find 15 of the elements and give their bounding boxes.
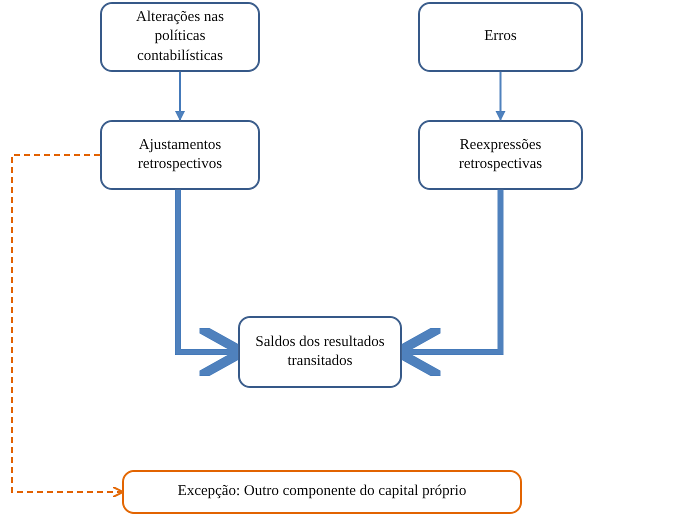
node-text: Reexpressões retrospectivas	[458, 136, 544, 174]
arrow	[11, 154, 124, 498]
process-box	[122, 470, 522, 514]
node-text: Alterações nas políticas contabilísticas	[135, 8, 225, 66]
arrow	[496, 72, 506, 121]
node-text: Saldos dos resultados transitados	[254, 332, 386, 371]
arrow	[175, 72, 185, 121]
process-box	[418, 2, 583, 72]
node-text: Excepção: Outro componente do capital próprio	[178, 482, 466, 502]
process-box	[100, 2, 260, 72]
node-text: Ajustamentos retrospectivos	[136, 136, 224, 174]
process-box	[238, 316, 402, 388]
process-box	[418, 120, 583, 190]
process-box	[100, 120, 260, 190]
node-text: Erros	[484, 27, 517, 46]
